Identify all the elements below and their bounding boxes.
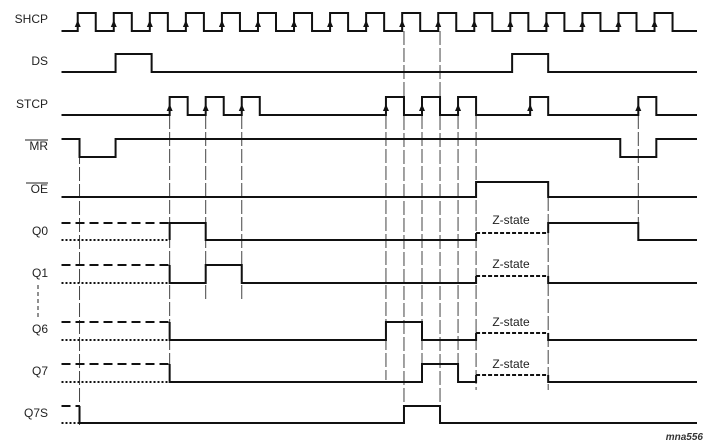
shcp-rising-edge-arrow — [435, 20, 442, 27]
label-q7: Q7 — [32, 364, 48, 378]
z-state-label-q0: Z-state — [492, 213, 530, 227]
q7-wave — [547, 375, 697, 383]
figure-id: mna556 — [666, 432, 704, 443]
shcp-rising-edge-arrow — [363, 20, 370, 27]
z-state-label-q6: Z-state — [492, 315, 530, 329]
q1-wave — [168, 264, 478, 284]
shcp-rising-edge-arrow — [579, 20, 586, 27]
z-state-labels: Z-state Z-state Z-state Z-state — [492, 213, 530, 371]
label-stcp: STCP — [16, 97, 48, 111]
stcp-wave-edge-arrow — [382, 104, 389, 111]
label-q0: Q0 — [32, 224, 48, 238]
label-q7s: Q7S — [24, 406, 48, 420]
stcp-wave-edge-arrow — [455, 104, 462, 111]
shcp-rising-edge-arrow — [615, 20, 622, 27]
label-oe: OE — [31, 182, 48, 196]
q7-wave — [168, 363, 478, 383]
z-state-label-q1: Z-state — [492, 257, 530, 271]
q0-wave — [168, 222, 478, 241]
oe-wave — [61, 181, 697, 198]
q7s-wave — [78, 405, 697, 424]
q6-wave — [547, 333, 697, 341]
shcp-rising-edge-arrow — [651, 20, 658, 27]
q1-wave — [547, 276, 697, 284]
shcp-rising-edge-arrow — [291, 20, 298, 27]
label-ds: DS — [31, 54, 48, 68]
stcp-wave-edge-arrow — [166, 104, 173, 111]
q0-wave — [547, 222, 697, 241]
label-q6: Q6 — [32, 322, 48, 336]
shcp-rising-edge-arrow — [254, 20, 261, 27]
shcp-rising-edge-arrow — [399, 20, 406, 27]
stcp-wave-edge-arrow — [419, 104, 425, 111]
shcp-rising-edge-arrow — [182, 20, 189, 27]
shcp-rising-edge-arrow — [146, 20, 153, 27]
label-mr: MR — [29, 139, 48, 153]
stcp-wave — [61, 96, 697, 116]
waveforms — [61, 12, 697, 424]
signal-labels: SHCP DS STCP MR OE Q0 Q1 Q6 Q7 Q7S — [15, 12, 49, 420]
shcp-rising-edge-arrow — [218, 20, 225, 27]
mr-wave — [61, 138, 697, 158]
shcp-wave — [61, 12, 697, 32]
shcp-rising-edge-arrow — [507, 20, 514, 27]
shcp-rising-edge-arrow — [74, 20, 81, 27]
stcp-wave-edge-arrow — [635, 104, 642, 111]
shcp-rising-edge-arrow — [110, 20, 117, 27]
shcp-rising-edge-arrow — [327, 20, 334, 27]
reference-lines — [79, 31, 639, 425]
z-state-label-q7: Z-state — [492, 357, 530, 371]
label-q1: Q1 — [32, 266, 48, 280]
q6-wave — [168, 321, 478, 341]
shcp-rising-edge-arrow — [471, 20, 478, 27]
shcp-rising-edge-arrow — [543, 20, 550, 27]
ds-wave — [61, 53, 697, 73]
stcp-wave-edge-arrow — [238, 104, 245, 111]
stcp-wave-edge-arrow — [202, 104, 209, 111]
stcp-wave-edge-arrow — [527, 104, 534, 111]
label-shcp: SHCP — [15, 12, 48, 26]
